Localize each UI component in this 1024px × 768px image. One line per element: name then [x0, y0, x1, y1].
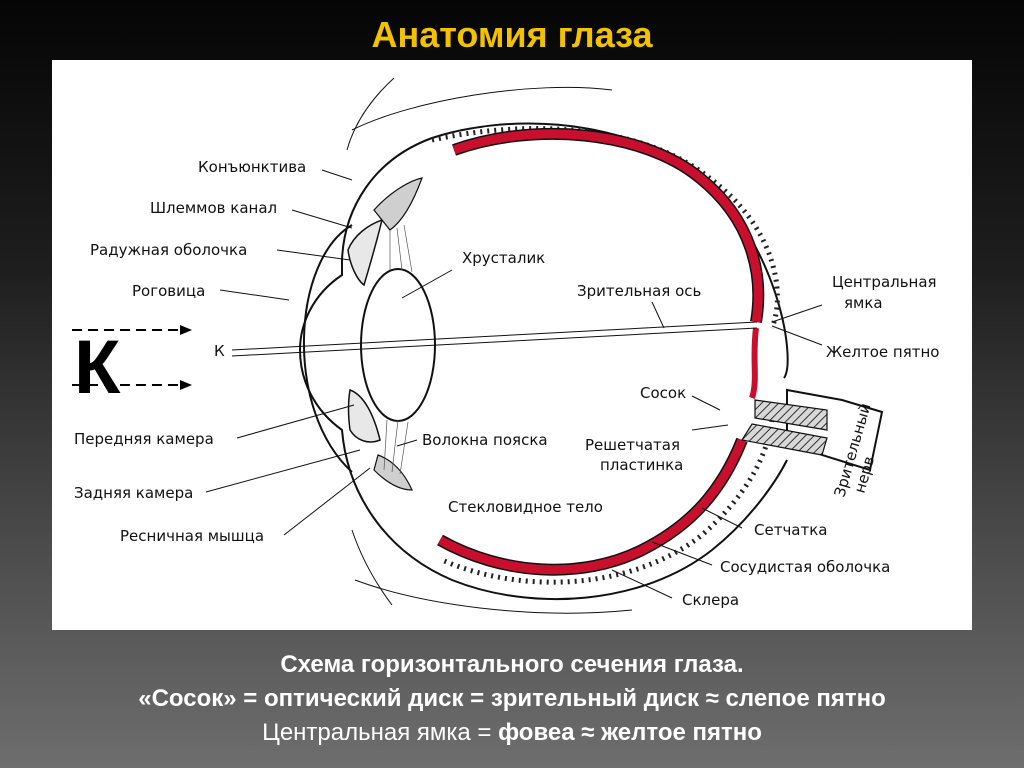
label-conjunctiva: Конъюнктива — [198, 158, 306, 176]
label-fovea-line2: ямка — [844, 294, 883, 312]
label-lens: Хрусталик — [462, 249, 545, 267]
ciliary-body-upper — [373, 177, 423, 231]
test-letter-k: К — [74, 325, 121, 410]
caption-line-3: Центральная ямка = фовеа ≈ желтое пятно — [0, 716, 1024, 750]
eyelid-lines — [346, 77, 633, 614]
caption-line-1: Схема горизонтального сечения глаза. — [280, 651, 744, 678]
optic-nerve — [741, 388, 884, 472]
retina-lower-red — [437, 438, 747, 575]
label-anterior-chamber: Передняя камера — [74, 430, 214, 448]
lens — [360, 268, 436, 422]
optical-axis-line — [231, 327, 758, 357]
label-vitreous: Стекловидное тело — [448, 498, 603, 516]
diagram-labels: Конъюнктива Шлеммов канал Радужная оболо… — [74, 158, 939, 609]
label-sclera: Склера — [682, 591, 739, 609]
leader-lines — [205, 169, 823, 599]
label-zonule: Волокна пояска — [422, 431, 548, 449]
label-posterior-chamber: Задняя камера — [74, 484, 193, 502]
ciliary-body-lower — [373, 454, 413, 491]
iris-upper — [347, 218, 384, 287]
axis-k-label: К — [214, 342, 225, 360]
eye-diagram: К — [72, 77, 939, 614]
slide-title: Анатомия глаза — [371, 14, 653, 55]
choroid — [431, 126, 780, 585]
light-rays — [72, 325, 192, 390]
caption-line-3-plain: Центральная ямка = — [262, 719, 499, 746]
zonule-fibers — [383, 224, 413, 475]
label-lamina-line2: пластинка — [600, 456, 683, 474]
label-cornea: Роговица — [132, 282, 205, 300]
retina-fovea-red — [749, 327, 759, 399]
label-retina: Сетчатка — [754, 521, 827, 539]
label-lamina-line1: Решетчатая — [585, 436, 680, 454]
caption-line-3-bold: фовеа ≈ желтое пятно — [498, 719, 762, 746]
label-visual-axis: Зрительная ось — [577, 282, 701, 300]
label-choroid: Сосудистая оболочка — [720, 558, 890, 576]
caption: Схема горизонтального сечения глаза. «Со… — [0, 648, 1024, 750]
label-iris: Радужная оболочка — [90, 241, 247, 259]
label-macula: Желтое пятно — [826, 343, 939, 361]
caption-line-2: «Сосок» = оптический диск = зрительный д… — [138, 685, 886, 712]
label-fovea-line1: Центральная — [832, 273, 937, 291]
iris-lower — [347, 388, 381, 443]
visual-axis-line — [231, 321, 758, 351]
cornea — [303, 224, 353, 473]
label-schlemm-canal: Шлеммов канал — [150, 199, 277, 217]
eye-diagram-panel: К — [52, 60, 972, 630]
retina-upper-red — [452, 129, 763, 323]
label-papilla: Сосок — [640, 384, 686, 402]
label-ciliary-muscle: Ресничная мышца — [120, 527, 264, 545]
